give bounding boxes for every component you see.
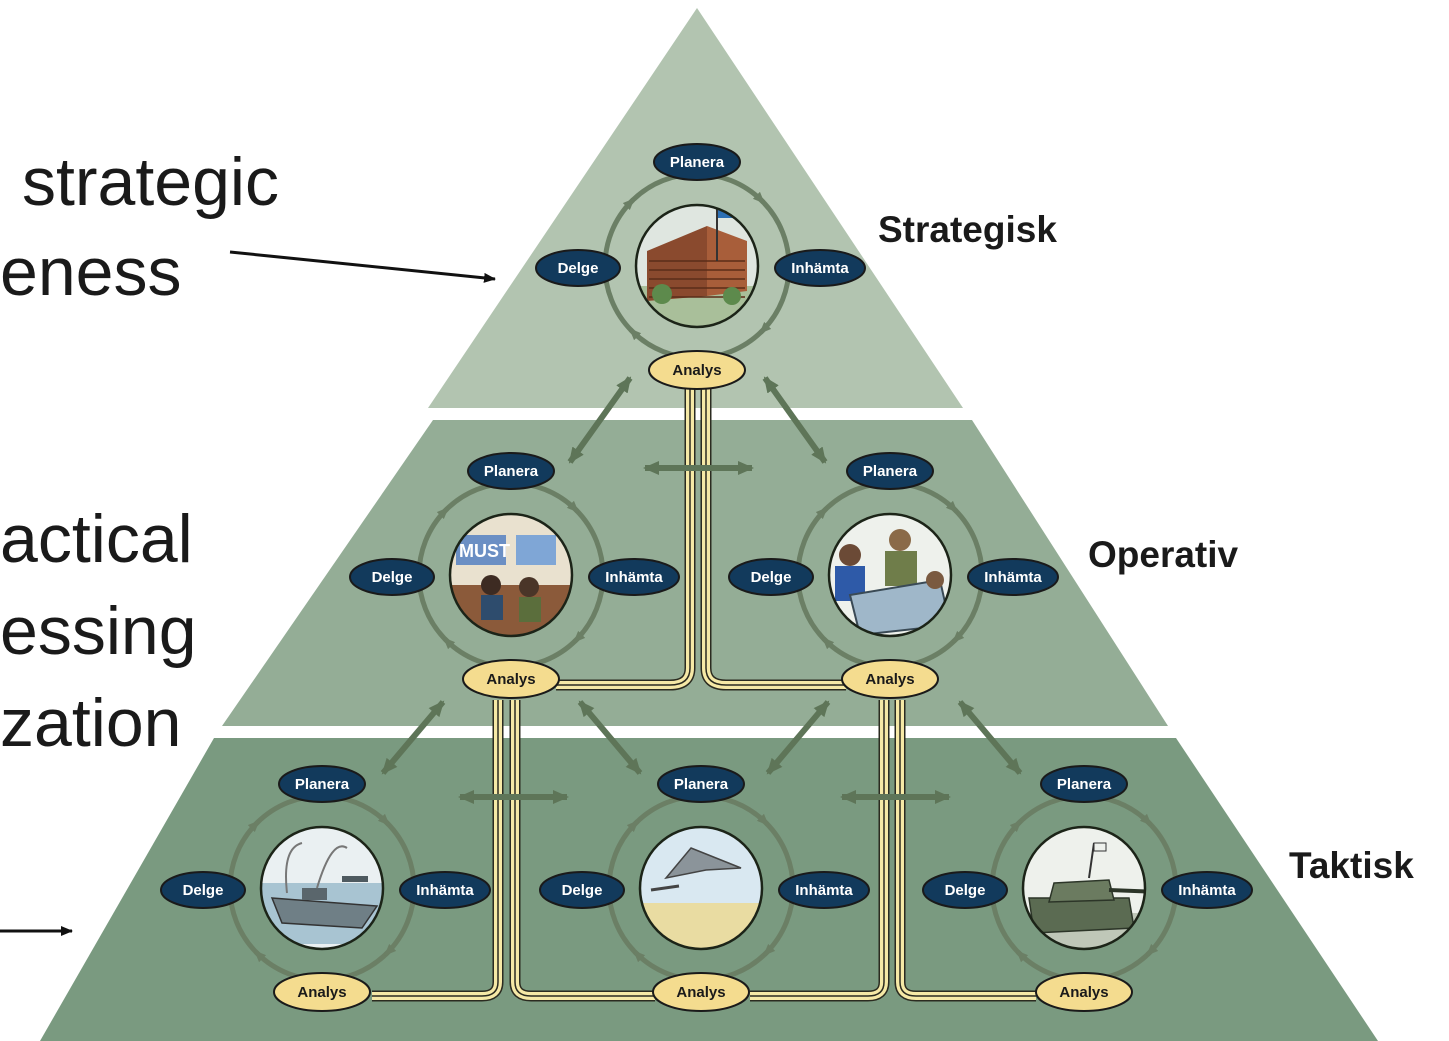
svg-text:Delge: Delge [183,882,224,899]
pill-delge: Delge [535,249,621,287]
svg-text:Delge: Delge [372,569,413,586]
svg-text:Planera: Planera [670,154,725,171]
slide-text-line: actical [0,501,193,577]
pill-delge: Delge [160,871,246,909]
level-arrow [577,700,643,775]
pill-planera: Planera [467,452,555,490]
level-label-taktisk: Taktisk [1289,845,1414,886]
pill-delge: Delge [539,871,625,909]
svg-text:Analys: Analys [297,984,346,1001]
svg-text:Inhämta: Inhämta [984,569,1042,586]
svg-text:Delge: Delge [558,260,599,277]
svg-text:Inhämta: Inhämta [795,882,853,899]
level-arrow [765,700,831,775]
slide-text-line: eness [0,234,182,310]
svg-text:Planera: Planera [863,463,918,480]
slide-pointer-arrow-top [229,250,496,283]
pill-analys: Analys [841,659,939,699]
pill-analys: Analys [1035,972,1133,1012]
pill-planera: Planera [1040,765,1128,803]
headquarters-building-illustration [636,205,758,327]
pill-planera: Planera [657,765,745,803]
slide-text-line: essing [0,593,197,669]
pill-inhamta: Inhämta [778,871,870,909]
level-label-operativ: Operativ [1088,534,1239,575]
pill-inhamta: Inhämta [1161,871,1253,909]
pill-analys: Analys [462,659,560,699]
svg-text:Planera: Planera [295,776,350,793]
svg-text:Planera: Planera [1057,776,1112,793]
pill-delge: Delge [728,558,814,596]
pill-inhamta: Inhämta [399,871,491,909]
pill-analys: Analys [273,972,371,1012]
svg-text:Delge: Delge [945,882,986,899]
svg-text:Inhämta: Inhämta [605,569,663,586]
slide-text-line: zation [0,685,182,761]
pill-delge: Delge [349,558,435,596]
pill-planera: Planera [653,143,741,181]
pill-inhamta: Inhämta [967,558,1059,596]
slide-text-line: strategic [22,144,279,220]
pill-analys: Analys [648,350,746,390]
level-label-strategisk: Strategisk [878,209,1057,250]
svg-text:Inhämta: Inhämta [1178,882,1236,899]
svg-text:Delge: Delge [751,569,792,586]
level-arrow [762,376,828,464]
pill-delge: Delge [922,871,1008,909]
svg-text:Analys: Analys [676,984,725,1001]
svg-text:Analys: Analys [1059,984,1108,1001]
svg-text:Planera: Planera [484,463,539,480]
picture-text: MUST [459,541,510,561]
officers-map-table-illustration [829,514,951,636]
svg-text:Analys: Analys [865,671,914,688]
pill-planera: Planera [846,452,934,490]
pill-inhamta: Inhämta [588,558,680,596]
pill-analys: Analys [652,972,750,1012]
pill-planera: Planera [278,765,366,803]
svg-text:Planera: Planera [674,776,729,793]
svg-text:Delge: Delge [562,882,603,899]
level-arrow [380,700,446,775]
svg-text:Inhämta: Inhämta [791,260,849,277]
analysis-links [372,385,1036,1002]
svg-text:Analys: Analys [486,671,535,688]
pill-inhamta: Inhämta [774,249,866,287]
svg-text:Analys: Analys [672,362,721,379]
level-arrow [957,700,1023,775]
svg-text:Inhämta: Inhämta [416,882,474,899]
level-arrow [567,376,633,464]
level-arrows [380,376,1023,804]
